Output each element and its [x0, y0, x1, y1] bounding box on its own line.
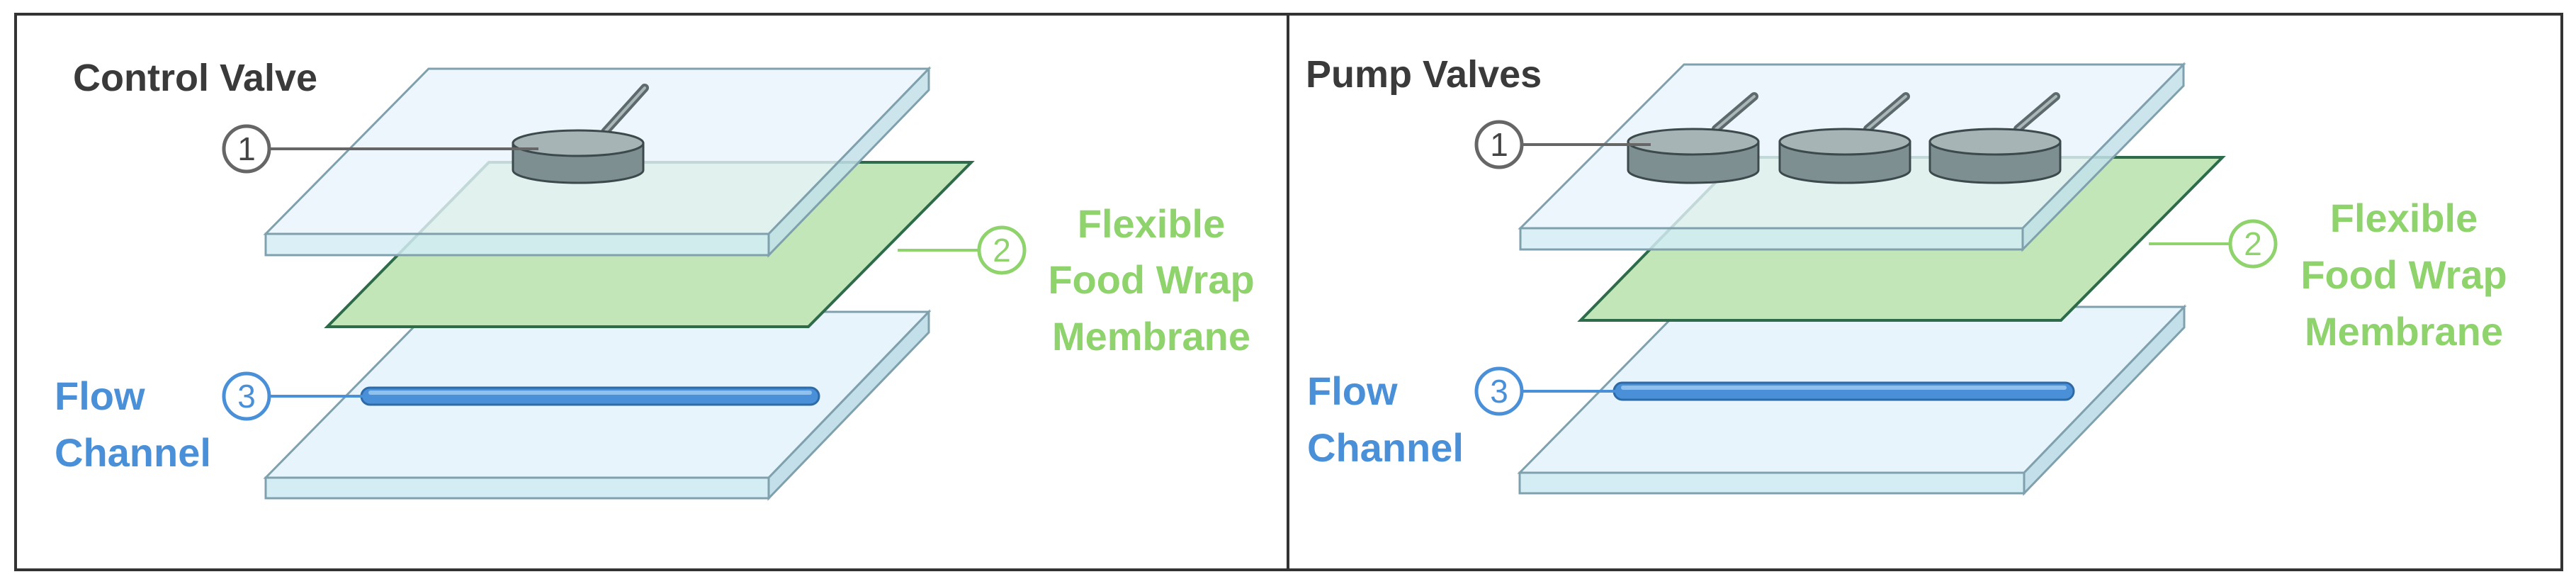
channel-label-line-2: Channel [1307, 425, 1464, 470]
valve-cylinder-1 [1627, 92, 1760, 184]
valve-cylinder-3 [1928, 92, 2062, 184]
channel-label-line-1: Flow [55, 374, 145, 418]
marker-1: 1 [222, 124, 271, 174]
svg-text:2: 2 [993, 232, 1011, 269]
svg-text:3: 3 [1490, 373, 1508, 410]
panel-pump-valves: 1 2 3 Pump Valves Flexible Food Wrap Mem… [1306, 53, 2507, 496]
membrane-label-line-1: Flexible [1078, 201, 1226, 246]
marker-1: 1 [1474, 120, 1524, 169]
marker-3: 3 [1474, 366, 1524, 416]
panel-title: Pump Valves [1306, 53, 1542, 96]
flow-channel-tube [1612, 381, 2075, 401]
panel-control-valve: 1 2 3 Control Valve Flexible Food Wrap M… [55, 57, 1255, 501]
svg-text:1: 1 [1490, 126, 1508, 163]
membrane-label-line-2: Food Wrap [1048, 257, 1254, 302]
svg-text:3: 3 [237, 378, 256, 415]
panel-title: Control Valve [73, 57, 317, 99]
membrane-label-line-2: Food Wrap [2300, 252, 2507, 297]
svg-text:2: 2 [2244, 225, 2262, 262]
svg-text:1: 1 [237, 130, 256, 167]
channel-label-line-1: Flow [1307, 369, 1398, 413]
membrane-label-line-3: Membrane [2305, 309, 2503, 354]
marker-3: 3 [222, 371, 271, 421]
valve-cylinder [512, 84, 649, 184]
membrane-label-line-3: Membrane [1052, 314, 1250, 359]
valve-cylinder-2 [1778, 92, 1911, 184]
membrane-label-line-1: Flexible [2330, 196, 2478, 240]
channel-label-line-2: Channel [55, 430, 211, 475]
marker-2: 2 [2228, 219, 2278, 269]
flow-channel-tube [360, 386, 820, 406]
marker-2: 2 [977, 225, 1027, 275]
